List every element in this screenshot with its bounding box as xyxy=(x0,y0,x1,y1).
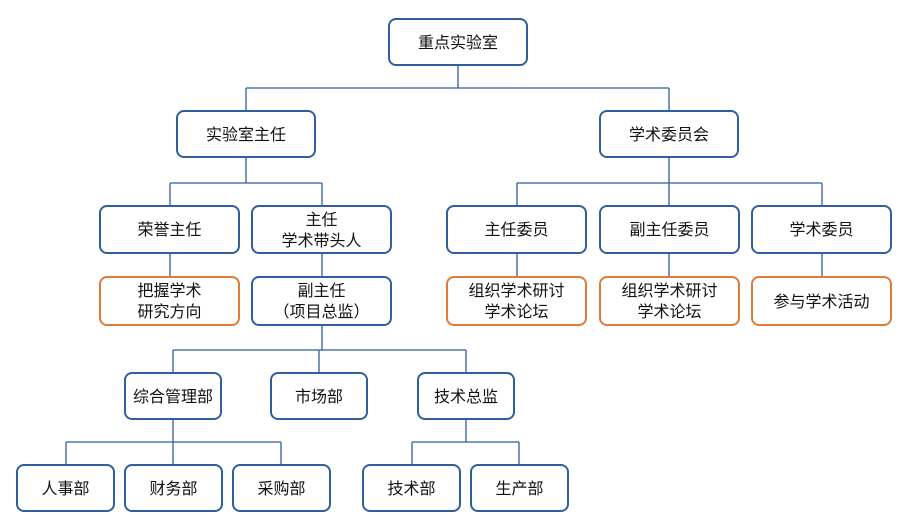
node-label: 市场部 xyxy=(294,386,343,406)
node-label: 重点实验室 xyxy=(417,32,498,52)
node-label: 财务部 xyxy=(149,478,198,498)
node-purchasing: 采购部 xyxy=(232,464,331,512)
node-label: 人事部 xyxy=(41,478,90,498)
node-label: 采购部 xyxy=(257,478,306,498)
node-label: 实验室主任 xyxy=(205,124,286,144)
node-finance: 财务部 xyxy=(124,464,223,512)
node-label: 参与学术活动 xyxy=(773,291,870,311)
node-label: 学术委员会 xyxy=(628,124,709,144)
node-label: 副主任委员 xyxy=(629,220,710,239)
node-label-line2: 研究方向 xyxy=(137,302,202,321)
node-label-line1: 组织学术研讨 xyxy=(468,281,565,300)
node-label: 综合管理部 xyxy=(132,386,213,406)
node-hr: 人事部 xyxy=(16,464,115,512)
node-label-line2: （项目总监） xyxy=(273,302,370,321)
node-technical-director: 技术总监 xyxy=(417,372,515,420)
node-label-line1: 组织学术研讨 xyxy=(621,281,718,300)
node-technical-department: 技术部 xyxy=(362,464,461,512)
node-academic-committee: 学术委员会 xyxy=(599,110,739,158)
node-lab-director: 实验室主任 xyxy=(176,110,316,158)
node-production: 生产部 xyxy=(470,464,569,512)
node-label-line1: 主任 xyxy=(305,209,338,229)
node-marketing: 市场部 xyxy=(270,372,368,420)
node-label: 生产部 xyxy=(495,478,544,498)
node-label-line1: 副主任 xyxy=(297,281,346,300)
node-key-laboratory: 重点实验室 xyxy=(388,18,528,66)
node-label: 学术委员 xyxy=(789,220,854,239)
node-label: 技术总监 xyxy=(433,386,498,406)
node-general-administration: 综合管理部 xyxy=(124,372,222,420)
node-label-line1: 把握学术 xyxy=(137,281,202,300)
node-director-academic-leader: 主任 学术带头人 xyxy=(251,205,392,254)
node-participate-academic-activities: 参与学术活动 xyxy=(751,276,892,326)
node-label: 荣誉主任 xyxy=(137,220,202,239)
node-grasp-research-direction: 把握学术 研究方向 xyxy=(99,276,240,326)
node-committee-chair: 主任委员 xyxy=(446,205,587,254)
node-label-line2: 学术论坛 xyxy=(484,302,549,321)
node-label: 技术部 xyxy=(387,478,436,498)
node-label-line2: 学术带头人 xyxy=(281,230,362,250)
node-organize-seminar-chair: 组织学术研讨 学术论坛 xyxy=(446,276,587,326)
node-organize-seminar-vice-chair: 组织学术研讨 学术论坛 xyxy=(599,276,740,326)
node-committee-vice-chair: 副主任委员 xyxy=(599,205,740,254)
node-label-line2: 学术论坛 xyxy=(637,302,702,321)
node-committee-member: 学术委员 xyxy=(751,205,892,254)
node-label: 主任委员 xyxy=(484,220,549,239)
node-honorary-director: 荣誉主任 xyxy=(99,205,240,254)
node-deputy-director: 副主任 （项目总监） xyxy=(251,276,392,326)
